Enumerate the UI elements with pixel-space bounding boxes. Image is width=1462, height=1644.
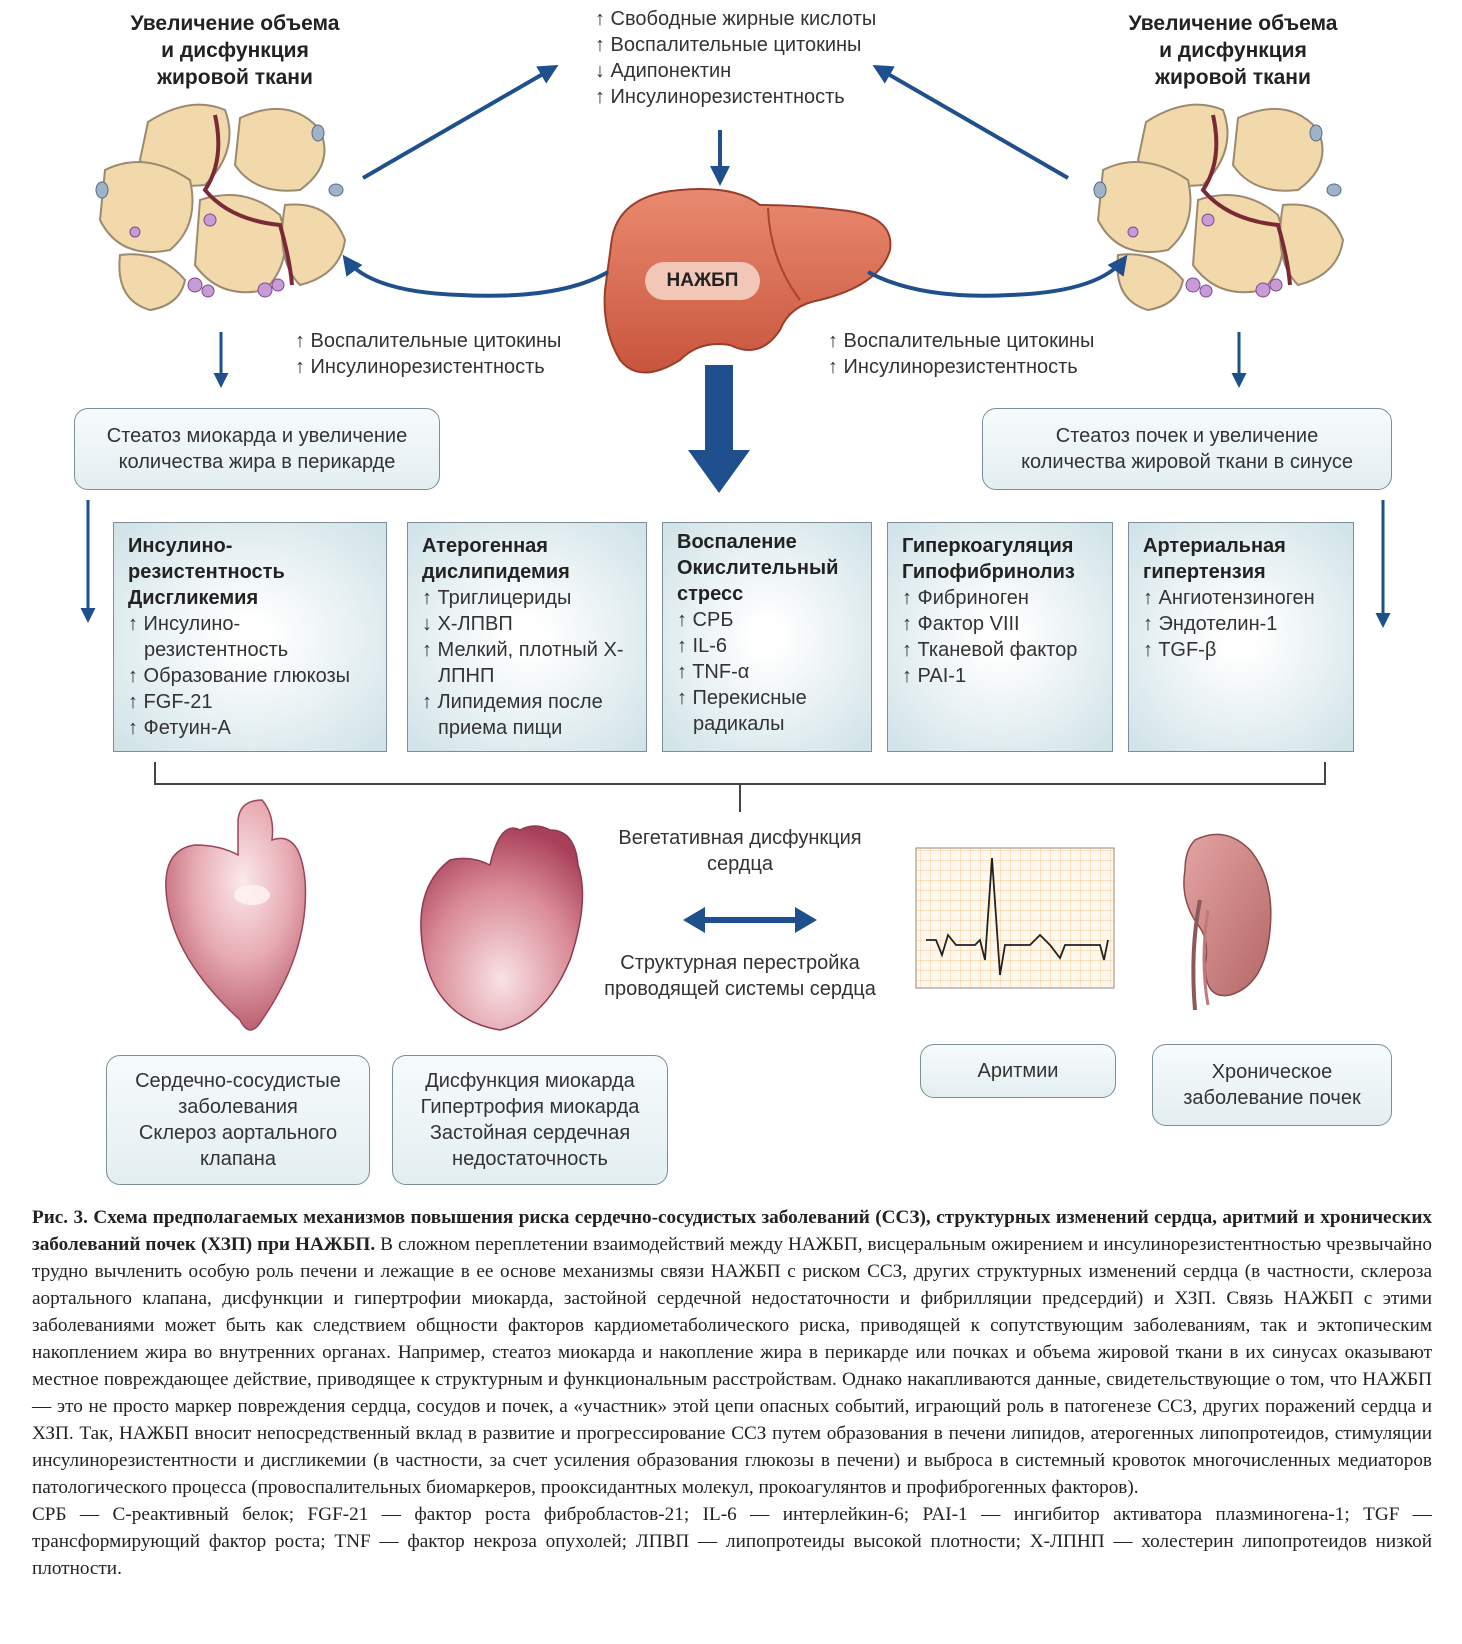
arrow-fat-right-to-center [872,64,1070,180]
left-mid-list: ↑ Воспалительные цитокины↑ Инсулинорезис… [295,330,562,378]
heart-healthy-icon [165,799,307,1031]
adipose-tissue-right-icon [1093,103,1345,312]
kidney-icon [1183,833,1272,1011]
factor-box-dyslipidemia: Атерогенная дислипидемия ↑ Триглицериды … [407,522,647,752]
factor-box-hypertension: Артериальная гипертензия ↑ Ангиотензиног… [1128,522,1354,752]
factor-box-insulin: Инсулино- резистентность Дисгликемия ↑ И… [113,522,387,752]
caption-title: Рис. 3. Схема предполагаемых механизмов … [32,1207,1432,1255]
right-mid-list: ↑ Воспалительные цитокины↑ Инсулинорезис… [828,330,1095,378]
caption-abbreviations: СРБ — С-реактивный белок; FGF-21 — факто… [32,1504,1432,1579]
outcome-box-arrhythmia: Аритмии [920,1044,1116,1098]
factor-box-coagulation: Гиперкоагуляция Гипофибринолиз ↑ Фибрино… [887,522,1113,752]
caption-main: Рис. 3. Схема предполагаемых механизмов … [32,1204,1432,1501]
arrow-liver-to-fat-right [867,254,1128,298]
liver-label: НАЖБП [645,262,760,300]
ecg-icon [915,847,1115,989]
arrow-fat-to-center [361,64,559,180]
arrow-liver-to-fat-left [342,254,610,298]
bracket-line [154,762,1326,785]
heart-hypertrophy-icon [420,825,584,1031]
adipose-tissue-left-icon [95,103,347,312]
arrow-liver-down [688,365,750,493]
top-center-list: ↑ Свободные жирные кислоты↑ Воспалительн… [595,8,877,108]
factor-box-inflammation: Воспаление Окислительный стресс ↑ СРБ ↑ … [662,522,872,752]
double-arrow-left-head [683,907,705,933]
double-arrow-right-head [795,907,817,933]
figure-caption: Рис. 3. Схема предполагаемых механизмов … [32,1204,1432,1582]
caption-body: В сложном переплетении взаимодействий ме… [32,1234,1432,1498]
